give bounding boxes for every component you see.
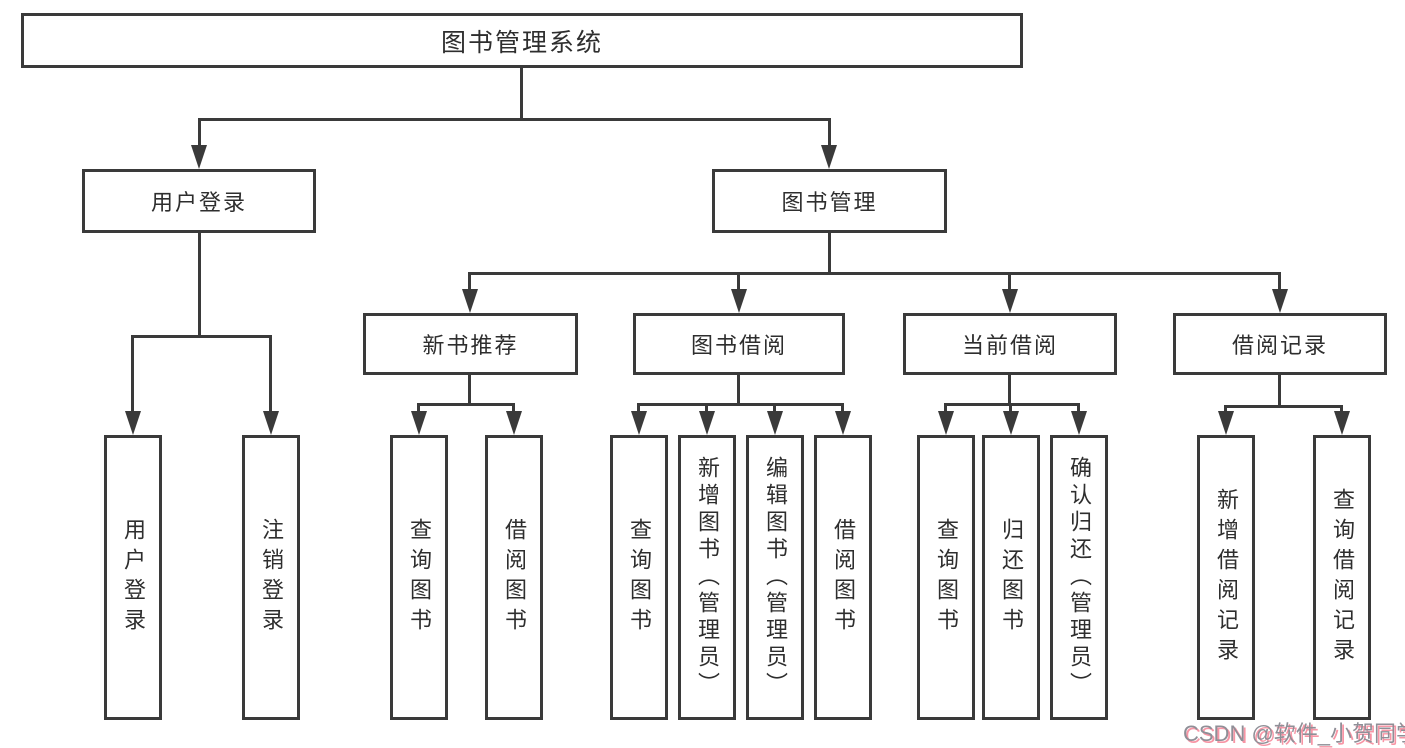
connector-line <box>198 118 831 121</box>
connector-line <box>828 118 831 148</box>
leaf-logout-login: 注销登录 <box>242 435 300 720</box>
node-borrowing-records: 借阅记录 <box>1173 313 1387 375</box>
node-root-label: 图书管理系统 <box>440 28 603 57</box>
connector-line <box>1009 403 1012 415</box>
connector-line <box>269 335 272 415</box>
leaf-add-borrow-record: 新增借阅记录 <box>1197 435 1255 720</box>
leaf-borrow-books-borrowing-label: 借阅图书 <box>831 517 856 638</box>
arrow-down-icon <box>191 145 207 169</box>
leaf-query-books-current: 查询图书 <box>917 435 975 720</box>
connector-line <box>520 66 523 120</box>
connector-line <box>1008 373 1011 406</box>
leaf-add-borrow-record-label: 新增借阅记录 <box>1214 487 1239 668</box>
connector-line <box>468 272 471 294</box>
leaf-add-books-admin-label: 新增图书（管理员） <box>695 456 720 699</box>
connector-line <box>417 403 515 406</box>
leaf-confirm-return-admin: 确认归还（管理员） <box>1050 435 1108 720</box>
arrow-down-icon <box>731 289 747 313</box>
leaf-query-books-borrowing: 查询图书 <box>610 435 668 720</box>
leaf-confirm-return-admin-label: 确认归还（管理员） <box>1067 456 1092 699</box>
node-root: 图书管理系统 <box>21 13 1023 68</box>
node-book-management: 图书管理 <box>712 169 947 233</box>
arrow-down-icon <box>411 411 427 435</box>
connector-line <box>828 231 831 275</box>
connector-line <box>637 403 844 406</box>
leaf-return-books: 归还图书 <box>982 435 1040 720</box>
leaf-query-books-borrowing-label: 查询图书 <box>627 517 652 638</box>
connector-line <box>773 403 776 415</box>
watermark: CSDN @软件_小贺同学 <box>1183 721 1405 746</box>
connector-line <box>512 403 515 415</box>
connector-line <box>637 403 640 415</box>
leaf-edit-books-admin: 编辑图书（管理员） <box>746 435 804 720</box>
leaf-query-books-recommend-label: 查询图书 <box>407 517 432 638</box>
leaf-add-books-admin: 新增图书（管理员） <box>678 435 736 720</box>
arrow-down-icon <box>821 145 837 169</box>
node-current-borrowing: 当前借阅 <box>903 313 1117 375</box>
node-user-login-label: 用户登录 <box>150 190 247 215</box>
arrow-down-icon <box>767 411 783 435</box>
leaf-borrow-books-recommend: 借阅图书 <box>485 435 543 720</box>
arrow-down-icon <box>506 411 522 435</box>
node-borrowing-records-label: 借阅记录 <box>1231 333 1328 358</box>
connector-line <box>1278 373 1281 408</box>
connector-line <box>417 403 420 415</box>
node-current-borrowing-label: 当前借阅 <box>961 333 1058 358</box>
arrow-down-icon <box>1002 289 1018 313</box>
arrow-down-icon <box>462 289 478 313</box>
connector-line <box>1340 405 1343 415</box>
arrow-down-icon <box>699 411 715 435</box>
connector-line <box>198 231 201 338</box>
arrow-down-icon <box>1218 411 1234 435</box>
connector-line <box>1008 272 1011 294</box>
arrow-down-icon <box>835 411 851 435</box>
connector-line <box>841 403 844 415</box>
arrow-down-icon <box>1272 289 1288 313</box>
connector-line <box>737 272 740 294</box>
node-user-login: 用户登录 <box>82 169 316 233</box>
node-book-borrowing-label: 图书借阅 <box>690 333 787 358</box>
leaf-edit-books-admin-label: 编辑图书（管理员） <box>763 456 788 699</box>
node-new-book-recommendation: 新书推荐 <box>363 313 578 375</box>
connector-line <box>1077 403 1080 415</box>
connector-line <box>1224 405 1227 415</box>
arrow-down-icon <box>938 411 954 435</box>
connector-line <box>131 335 272 338</box>
arrow-down-icon <box>631 411 647 435</box>
leaf-logout-login-label: 注销登录 <box>259 517 284 638</box>
connector-line <box>468 272 1281 275</box>
leaf-borrow-books-borrowing: 借阅图书 <box>814 435 872 720</box>
leaf-query-borrow-record: 查询借阅记录 <box>1313 435 1371 720</box>
node-book-management-label: 图书管理 <box>781 190 878 215</box>
connector-line <box>131 335 134 415</box>
connector-line <box>705 403 708 415</box>
connector-line <box>198 118 201 148</box>
arrow-down-icon <box>1334 411 1350 435</box>
leaf-query-books-recommend: 查询图书 <box>390 435 448 720</box>
connector-line <box>1224 405 1343 408</box>
leaf-return-books-label: 归还图书 <box>999 517 1024 638</box>
leaf-query-borrow-record-label: 查询借阅记录 <box>1330 487 1355 668</box>
connector-line <box>1278 272 1281 294</box>
leaf-user-login: 用户登录 <box>104 435 162 720</box>
node-book-borrowing: 图书借阅 <box>633 313 845 375</box>
connector-line <box>944 403 1080 406</box>
connector-line <box>944 403 947 415</box>
node-new-book-recommendation-label: 新书推荐 <box>422 333 519 358</box>
connector-line <box>468 373 471 406</box>
arrow-down-icon <box>125 411 141 435</box>
connector-line <box>737 373 740 406</box>
leaf-query-books-current-label: 查询图书 <box>934 517 959 638</box>
arrow-down-icon <box>1003 411 1019 435</box>
leaf-user-login-label: 用户登录 <box>121 517 146 638</box>
arrow-down-icon <box>263 411 279 435</box>
arrow-down-icon <box>1071 411 1087 435</box>
leaf-borrow-books-recommend-label: 借阅图书 <box>502 517 527 638</box>
